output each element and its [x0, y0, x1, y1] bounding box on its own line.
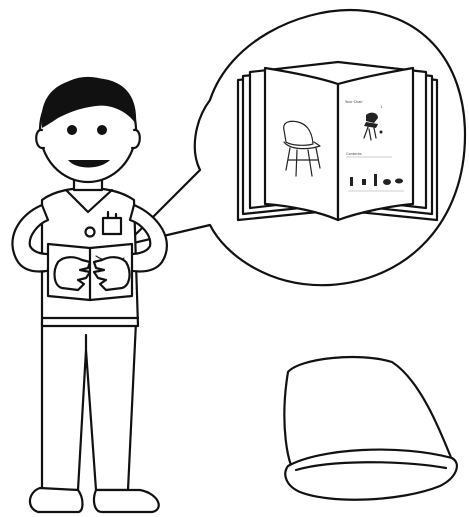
left-eye: [67, 125, 77, 135]
man-hair: [41, 78, 137, 128]
manual-section-label: Contents: [346, 152, 362, 156]
man-mouth: [68, 160, 110, 168]
manual-small-chair: [363, 112, 383, 141]
chair-seat-shell: [283, 355, 458, 501]
shirt-button: [84, 226, 96, 238]
left-shoe: [28, 486, 84, 514]
manual-parts-row: [348, 174, 404, 192]
right-eye: [97, 125, 107, 135]
right-hand: [92, 256, 131, 292]
man-figure: [11, 76, 168, 514]
manual-zoomed: Your Chair 1 Contents: [236, 60, 439, 222]
man-legs: [40, 320, 138, 492]
manual-page-number: 1: [380, 105, 382, 109]
manual-chair-drawing: [283, 120, 321, 177]
shirt-pocket: [101, 216, 123, 236]
left-hand: [53, 256, 92, 292]
right-shoe: [92, 488, 160, 514]
manual-header-text: Your Chair: [345, 100, 363, 104]
